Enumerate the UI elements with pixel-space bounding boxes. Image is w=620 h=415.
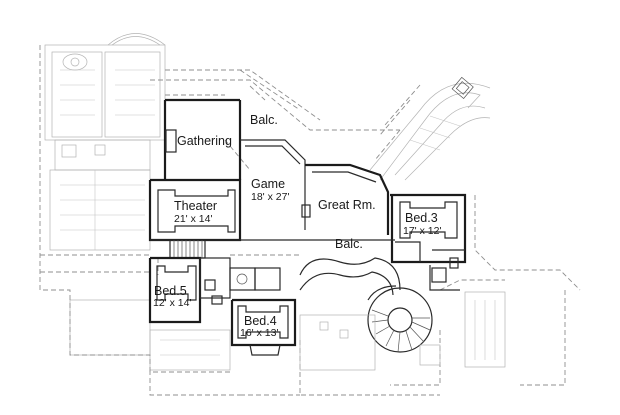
bed3-label: Bed.3 [405, 211, 438, 225]
theater-size: 21' x 14' [174, 213, 212, 225]
left-wing-outline [44, 33, 231, 371]
game-label: Game [251, 177, 285, 191]
bed5-label: Bed.5 [154, 284, 187, 298]
room-labels: Balc. Gathering Game 18' x 27' Theater 2… [153, 113, 441, 339]
lower-right-porch [299, 291, 506, 371]
bed4-size: 16' x 13' [240, 327, 278, 339]
roof-outline-dashed [39, 45, 581, 396]
balcony-mid-label: Balc. [335, 237, 363, 251]
bed4-label: Bed.4 [244, 314, 277, 328]
theater-label: Theater [174, 199, 217, 213]
balcony-top-label: Balc. [250, 113, 278, 127]
upper-floor-walls [148, 98, 467, 356]
game-size: 18' x 27' [251, 191, 289, 203]
gathering-label: Gathering [177, 134, 232, 148]
bed3-size: 17' x 12' [403, 225, 441, 237]
great-room-label: Great Rm. [318, 198, 376, 212]
rear-terrace-outline [369, 76, 491, 181]
bed5-size: 12' x 14' [153, 297, 191, 309]
